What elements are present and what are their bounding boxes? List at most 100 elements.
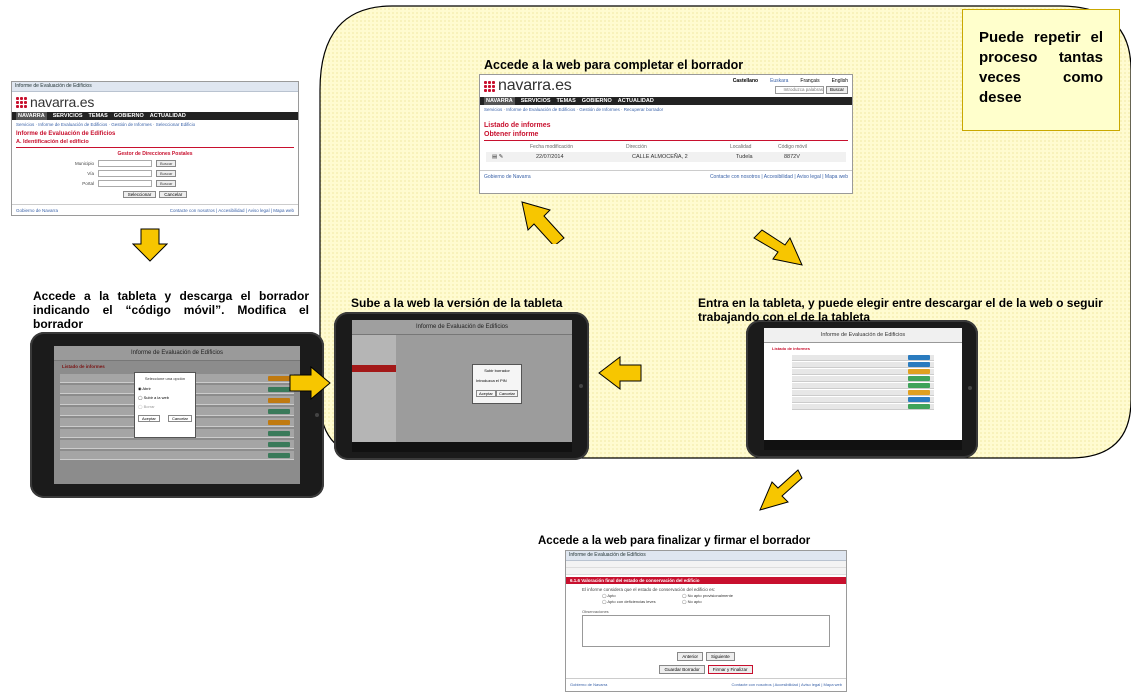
footer-right-links[interactable]: Contacte con nosotros | Accesibilidad | … bbox=[169, 208, 294, 213]
cell-fecha: 22/07/2014 bbox=[536, 154, 564, 160]
breadcrumb[interactable]: Servicios · Informe de Evaluación de Edi… bbox=[484, 107, 664, 112]
footer-right-links[interactable]: Contacte con nosotros | Accesibilidad | … bbox=[731, 682, 842, 687]
nav-item-navarra[interactable]: NAVARRA bbox=[16, 112, 47, 120]
footer-left-link[interactable]: Gobierno de Navarra bbox=[570, 682, 608, 687]
side-menu-active[interactable] bbox=[352, 365, 396, 372]
arrow-down-icon bbox=[132, 228, 168, 262]
portal-input[interactable] bbox=[98, 180, 152, 187]
col-localidad: Localidad bbox=[730, 144, 752, 150]
dialog-option-delete[interactable]: ◯ Borrar bbox=[138, 404, 155, 409]
municipio-input[interactable] bbox=[98, 160, 152, 167]
option-apto-leves[interactable]: ◯ Apto con deficiencias leves bbox=[602, 599, 656, 604]
save-draft-button[interactable]: Guardar Borrador bbox=[659, 665, 705, 674]
question-text: El informe considera que el estado de co… bbox=[582, 587, 716, 592]
nav-item-servicios[interactable]: SERVICIOS bbox=[520, 98, 551, 104]
list-item[interactable] bbox=[792, 383, 934, 389]
option-apto[interactable]: ◯ Apto bbox=[602, 593, 616, 598]
accept-button[interactable]: Aceptar bbox=[476, 390, 496, 397]
nav-item-gobierno[interactable]: GOBIERNO bbox=[581, 98, 612, 104]
nav-item-servicios[interactable]: SERVICIOS bbox=[52, 113, 83, 119]
list-item[interactable] bbox=[792, 404, 934, 410]
previous-button[interactable]: Anterior bbox=[677, 652, 703, 661]
lang-english[interactable]: English bbox=[831, 78, 848, 84]
search-button[interactable]: Buscar bbox=[156, 170, 177, 177]
form-buttons: Seleccionar Cancelar bbox=[12, 191, 298, 198]
next-button[interactable]: Siguiente bbox=[706, 652, 735, 661]
lang-francais[interactable]: Français bbox=[800, 78, 820, 84]
page-footer: Gobierno de Navarra Contacte con nosotro… bbox=[480, 170, 852, 183]
table-header: Fecha modificación Dirección Localidad C… bbox=[530, 144, 852, 150]
list-item[interactable] bbox=[792, 369, 934, 375]
table-row[interactable]: ▤ ✎ 22/07/2014 CALLE ALMOCEÑA, 2 Tudela … bbox=[486, 152, 846, 162]
lang-castellano[interactable]: Castellano bbox=[732, 78, 759, 84]
dialog-buttons: Aceptar Cancelar bbox=[476, 390, 518, 397]
search-input[interactable]: Introduzca palabras bbox=[774, 86, 824, 94]
camera-icon bbox=[579, 384, 583, 388]
field-portal: Portal Buscar bbox=[72, 180, 298, 187]
row-actions-icon[interactable]: ▤ ✎ bbox=[492, 154, 504, 160]
footer-right-links[interactable]: Contacte con nosotros | Accesibilidad | … bbox=[709, 174, 848, 180]
page-title: Listado de informes bbox=[484, 122, 551, 129]
cancel-button[interactable]: Cancelar bbox=[495, 390, 518, 397]
field-label: Vía bbox=[87, 171, 94, 176]
sign-finalize-button[interactable]: Firmar y Finalizar bbox=[707, 665, 753, 674]
report-list bbox=[792, 355, 934, 410]
section-title: A. Identificación del edificio bbox=[16, 139, 89, 145]
field-via: Vía Buscar bbox=[72, 170, 298, 177]
observations-textarea[interactable] bbox=[582, 615, 830, 647]
tablet-screen: Informe de Evaluación de Edificios Lista… bbox=[54, 346, 300, 484]
col-direccion: Dirección bbox=[626, 144, 647, 150]
dialog-buttons: Aceptar Cancelar bbox=[138, 415, 192, 422]
caption-step-finalize: Accede a la web para finalizar y firmar … bbox=[538, 535, 811, 547]
nav-item-temas[interactable]: TEMAS bbox=[88, 113, 108, 119]
collapsed-section[interactable] bbox=[566, 568, 846, 575]
browser-tab: Informe de Evaluación de Edificios bbox=[566, 551, 846, 561]
nav-item-navarra[interactable]: NAVARRA bbox=[484, 97, 515, 105]
list-item[interactable] bbox=[792, 362, 934, 368]
option-no-apto-provisional[interactable]: ◯ No apto provisionalmente bbox=[682, 593, 733, 598]
list-item[interactable] bbox=[60, 440, 294, 449]
list-item[interactable] bbox=[60, 451, 294, 460]
list-title: Listado de informes bbox=[772, 346, 811, 351]
nav-item-temas[interactable]: TEMAS bbox=[556, 98, 576, 104]
dialog-option-upload[interactable]: ◯ Subir a la web bbox=[138, 395, 169, 400]
dialog-title: Seleccione una opción bbox=[144, 376, 186, 381]
nav-item-gobierno[interactable]: GOBIERNO bbox=[113, 113, 144, 119]
nav-item-actualidad[interactable]: ACTUALIDAD bbox=[617, 98, 654, 104]
arrow-down-left-icon bbox=[759, 469, 803, 511]
footer-left-link[interactable]: Gobierno de Navarra bbox=[484, 174, 531, 180]
dialog-text: Introduzca el PIN bbox=[476, 378, 507, 383]
browser-tab: Informe de Evaluación de Edificios bbox=[12, 82, 298, 92]
language-menu: Castellano Euskara Français English bbox=[733, 78, 848, 84]
app-title: Informe de Evaluación de Edificios bbox=[352, 320, 572, 335]
accept-button[interactable]: Aceptar bbox=[138, 415, 160, 422]
logo-dots-icon bbox=[16, 96, 27, 108]
section-divider bbox=[484, 140, 848, 141]
search-button[interactable]: Buscar bbox=[825, 86, 848, 94]
collapsed-section[interactable] bbox=[566, 561, 846, 568]
list-item[interactable] bbox=[792, 376, 934, 382]
option-no-apto[interactable]: ◯ No apto bbox=[682, 599, 702, 604]
search-button[interactable]: Buscar bbox=[156, 180, 177, 187]
list-item[interactable] bbox=[792, 355, 934, 361]
list-title: Listado de informes bbox=[62, 364, 105, 369]
select-button[interactable]: Seleccionar bbox=[122, 191, 157, 198]
cancel-button[interactable]: Cancelar bbox=[167, 415, 192, 422]
section-header[interactable]: 6.1.6 Valoración final del estado de con… bbox=[566, 577, 846, 584]
via-input[interactable] bbox=[98, 170, 152, 177]
caption-step-download: Accede a la tableta y descarga el borrad… bbox=[33, 289, 309, 331]
dialog-option-open[interactable]: ◉ Abrir bbox=[138, 386, 151, 391]
footer-left-link[interactable]: Gobierno de Navarra bbox=[16, 208, 59, 213]
search-button[interactable]: Buscar bbox=[156, 160, 177, 167]
list-item[interactable] bbox=[792, 397, 934, 403]
lang-euskara[interactable]: Euskara bbox=[770, 78, 789, 84]
app-title: Informe de Evaluación de Edificios bbox=[54, 346, 300, 361]
logo-text: navarra.es bbox=[30, 94, 95, 110]
list-item[interactable] bbox=[792, 390, 934, 396]
arrow-up-left-icon bbox=[521, 201, 565, 244]
side-menu[interactable] bbox=[352, 335, 396, 442]
nav-item-actualidad[interactable]: ACTUALIDAD bbox=[149, 113, 186, 119]
cancel-button[interactable]: Cancelar bbox=[159, 191, 188, 198]
nav-buttons: Anterior Siguiente bbox=[566, 652, 846, 661]
breadcrumb[interactable]: Servicios · Informe de Evaluación de Edi… bbox=[16, 122, 196, 127]
